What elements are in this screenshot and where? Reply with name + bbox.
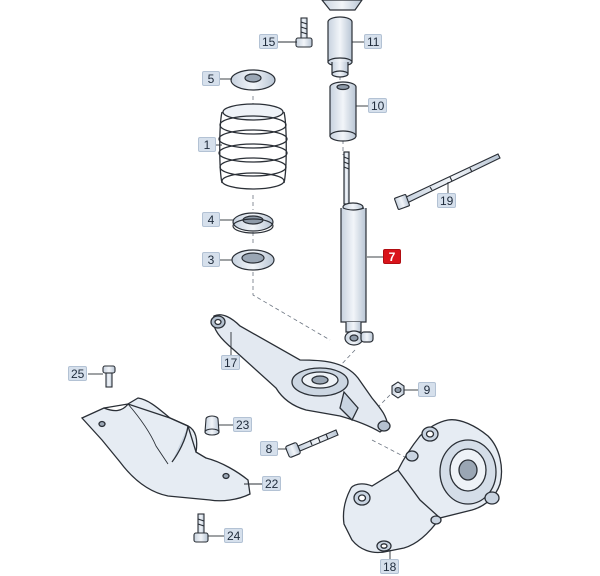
callout-24: 24 (224, 528, 244, 543)
control-arm-17 (210, 314, 391, 433)
bump-stop-23 (204, 415, 220, 436)
bolt-8 (285, 429, 339, 458)
lower-spring-pad-3 (231, 249, 275, 271)
callout-1: 1 (198, 137, 216, 152)
callout-17: 17 (221, 355, 241, 370)
callout-7-highlighted: 7 (383, 249, 401, 264)
leader-lines (88, 41, 449, 560)
dust-boot-10 (329, 81, 357, 142)
shock-absorber-7 (340, 151, 374, 346)
bolt-25 (102, 365, 116, 388)
underbody-cover-22 (80, 397, 251, 502)
callout-25: 25 (68, 366, 88, 381)
callout-11: 11 (364, 34, 383, 49)
spring-pad-5 (230, 69, 276, 91)
callout-5: 5 (202, 71, 220, 86)
bump-stop-11 (327, 16, 353, 78)
bolt-15 (295, 17, 313, 48)
callout-10: 10 (368, 98, 388, 113)
coil-spring-1 (218, 103, 288, 190)
callout-19: 19 (437, 193, 457, 208)
callout-22: 22 (262, 476, 282, 491)
callout-8: 8 (260, 441, 278, 456)
callout-9: 9 (418, 382, 436, 397)
top-mount-fragment (321, 0, 363, 11)
callout-18: 18 (380, 559, 400, 574)
wheel-carrier-18 (342, 419, 503, 554)
callout-4: 4 (202, 212, 220, 227)
callout-15: 15 (259, 34, 279, 49)
callout-3: 3 (202, 252, 220, 267)
cable-tie-19 (394, 153, 501, 210)
nut-9 (391, 381, 405, 399)
callout-23: 23 (233, 417, 253, 432)
spring-seat-4 (232, 212, 274, 234)
bolt-24 (193, 513, 209, 543)
